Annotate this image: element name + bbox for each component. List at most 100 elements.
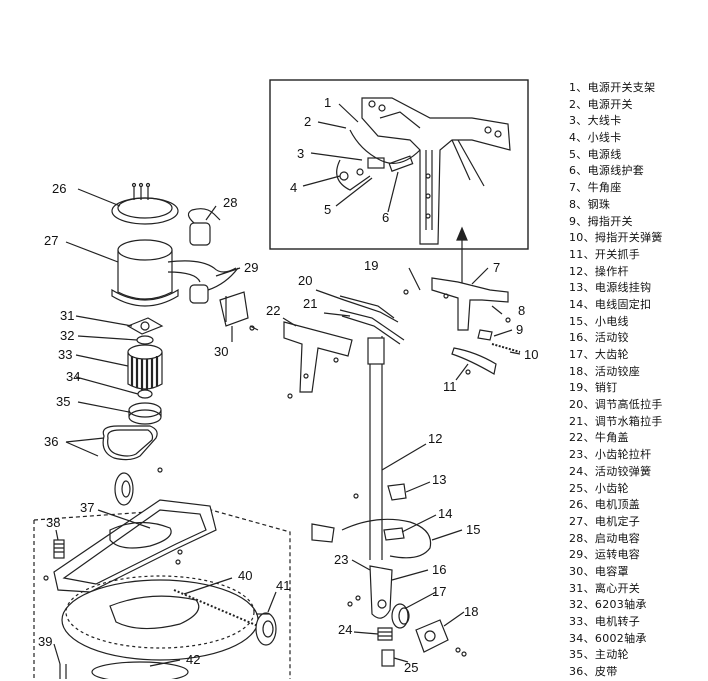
callout-5: 5 (324, 202, 331, 217)
operating-rod (367, 336, 385, 560)
callout-24: 24 (338, 622, 352, 637)
parts-list-item: 1、电源开关支架 (569, 81, 656, 94)
inset-frame (269, 79, 529, 250)
parts-list-item: 18、活动铰座 (569, 364, 641, 378)
horn-seat (431, 277, 509, 331)
callout-31: 31 (60, 308, 74, 323)
centrifugal-switch (126, 317, 164, 335)
drive-belt (102, 425, 158, 461)
callout-20: 20 (298, 273, 312, 288)
callout-7: 7 (493, 260, 500, 275)
parts-list-item: 13、电源线挂钩 (569, 281, 652, 295)
lower-disc (91, 661, 189, 679)
parts-list-item: 6、电源线护套 (569, 164, 645, 178)
parts-list-item: 35、主动轮 (569, 648, 629, 662)
parts-list-item: 26、电机顶盖 (569, 498, 641, 512)
parts-list-item: 36、皮带 (569, 665, 618, 679)
callout-29: 29 (244, 260, 258, 275)
callout-9: 9 (516, 322, 523, 337)
parts-list-item: 7、牛角座 (569, 181, 622, 195)
callout-25: 25 (404, 660, 418, 675)
parts-list-item: 32、6203轴承 (569, 598, 647, 612)
parts-list-item: 16、活动铰 (569, 331, 629, 345)
motor-stator (111, 239, 237, 307)
callout-36: 36 (44, 434, 58, 449)
callout-3: 3 (297, 146, 304, 161)
parts-list-item: 2、电源开关 (569, 97, 633, 111)
callout-labels: 1 2 3 4 5 6 7 8 9 10 11 12 13 14 15 16 1… (38, 95, 538, 675)
parts-list-item: 3、大线卡 (569, 114, 622, 128)
axle-rod (173, 589, 259, 627)
callout-11: 11 (443, 379, 457, 394)
height-adjust-pull (339, 295, 399, 323)
callout-34: 34 (66, 369, 80, 384)
callout-15: 15 (466, 522, 480, 537)
handle-cap (283, 321, 353, 393)
callout-39: 39 (38, 634, 52, 649)
parts-list-item: 15、小电线 (569, 314, 629, 328)
motor-top-cover (111, 182, 179, 225)
parts-list: 1、电源开关支架 2、电源开关 3、大线卡 4、小线卡 5、电源线 6、电源线护套 7、牛角… (569, 80, 705, 681)
tank-adjust-pull (339, 309, 405, 345)
large-gear (391, 603, 410, 629)
callout-10: 10 (524, 347, 538, 362)
parts-list-item: 33、电机转子 (569, 615, 641, 628)
parts-list-item: 28、启动电容 (569, 531, 641, 545)
callout-21: 21 (303, 296, 317, 311)
parts-list-item: 25、小齿轮 (569, 481, 629, 495)
callout-27: 27 (44, 233, 58, 248)
small-cord (311, 518, 432, 559)
callout-1: 1 (324, 95, 331, 110)
callout-33: 33 (58, 347, 72, 362)
base-frame-dashed-outline (33, 507, 291, 679)
switch-grip (451, 347, 497, 375)
pivot-hinge (369, 565, 393, 619)
thumb-switch (477, 329, 493, 341)
bearing-6002 (137, 389, 153, 399)
parts-list-item: 24、活动铰弹簧 (569, 464, 652, 478)
callout-19: 19 (364, 258, 378, 273)
callout-12: 12 (428, 431, 442, 446)
rear-wheel (255, 612, 277, 646)
thumb-switch-spring (491, 343, 521, 353)
hinge-spring (377, 627, 393, 641)
parts-list-item: 29、运转电容 (569, 548, 641, 562)
motor-rotor (127, 344, 163, 390)
callout-22: 22 (266, 303, 280, 318)
fasteners (43, 289, 511, 607)
parts-list-item: 11、开关抓手 (569, 247, 641, 261)
chassis-plate (53, 499, 217, 593)
small-gear (381, 649, 395, 667)
callout-6: 6 (382, 210, 389, 225)
callout-17: 17 (432, 584, 446, 599)
parts-list-item: 31、离心开关 (569, 581, 641, 595)
bearing-6203 (136, 335, 154, 345)
parts-list-item: 34、6002轴承 (569, 631, 647, 645)
parts-list-item: 9、拇指开关 (569, 214, 633, 228)
parts-list-item: 12、操作杆 (569, 264, 629, 278)
wheel-small (114, 472, 134, 506)
callout-8: 8 (518, 303, 525, 318)
callout-23: 23 (334, 552, 348, 567)
parts-list-item: 23、小齿轮拉杆 (569, 448, 652, 462)
capacitor-cover (219, 291, 259, 331)
callout-13: 13 (432, 472, 446, 487)
parts-list-item: 14、电线固定扣 (569, 297, 652, 311)
handle-top-detail (336, 97, 511, 245)
run-capacitor (189, 267, 239, 304)
callout-42: 42 (186, 652, 200, 667)
callout-18: 18 (464, 604, 478, 619)
callout-32: 32 (60, 328, 74, 343)
callout-28: 28 (223, 195, 237, 210)
callout-37: 37 (80, 500, 94, 515)
cord-hook (387, 483, 407, 501)
pivot-stud (53, 539, 65, 559)
drive-pulley (128, 402, 162, 425)
callout-38: 38 (46, 515, 60, 530)
callout-16: 16 (432, 562, 446, 577)
parts-list-item: 17、大齿轮 (569, 348, 629, 361)
start-capacitor (187, 208, 221, 246)
parts-list-item: 5、电源线 (569, 147, 622, 161)
parts-list-item: 4、小线卡 (569, 131, 622, 145)
